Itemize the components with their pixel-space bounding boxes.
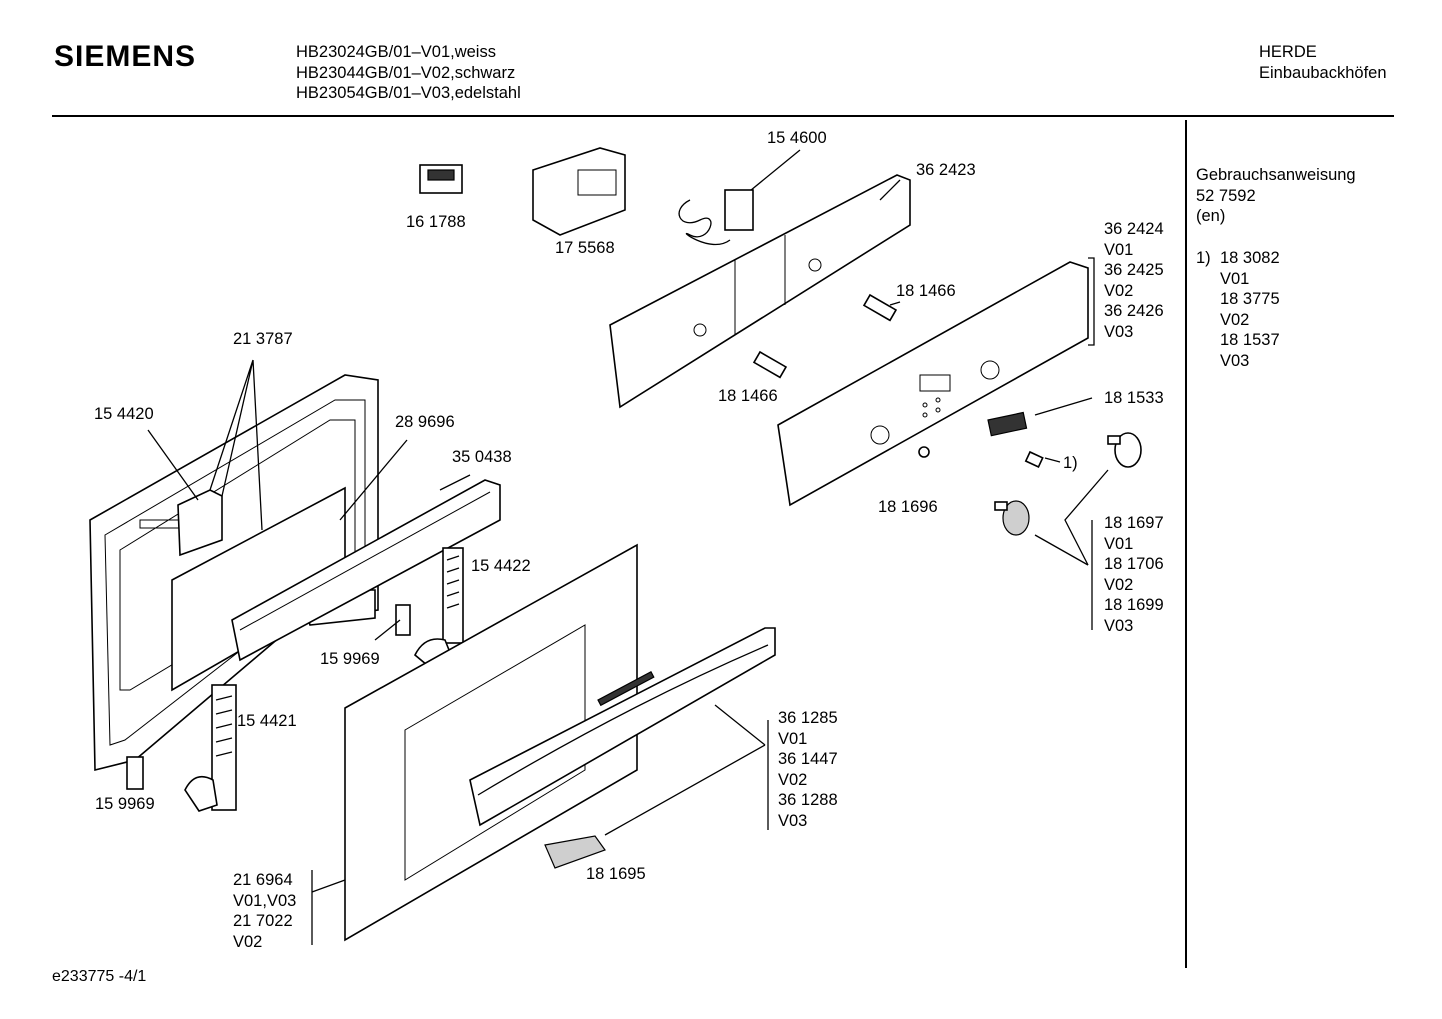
- header-divider: [52, 115, 1394, 117]
- part-label: 36 1288: [778, 791, 838, 810]
- front-glass-door: [344, 543, 638, 942]
- part-label: V01: [1104, 534, 1134, 553]
- part-label: 18 1706: [1104, 555, 1164, 574]
- part-label: 18 1466: [896, 282, 956, 300]
- part-label: 18 1697: [1104, 514, 1164, 532]
- part-label: 15 4420: [94, 405, 154, 423]
- display-window: [987, 411, 1028, 437]
- part-label-group: 36 2424 V01 36 2425 V02 36 2426 V03: [1104, 219, 1164, 343]
- door-handle: [469, 627, 776, 827]
- part-label: 28 9696: [395, 413, 455, 431]
- spacer-block: [395, 604, 411, 636]
- model-line: HB23044GB/01–V02,schwarz: [296, 63, 516, 82]
- part-label: 15 9969: [320, 650, 380, 668]
- footnote-marker: 1): [1196, 249, 1211, 267]
- footnote-line: V03: [1220, 351, 1250, 370]
- spacer-block: [126, 756, 144, 790]
- part-label: V03: [1104, 616, 1134, 635]
- part-label: 36 2426: [1104, 302, 1164, 321]
- hinge-bracket: [177, 489, 223, 557]
- timer-module: [532, 147, 626, 236]
- part-label: 15 4421: [237, 712, 297, 730]
- part-label: 18 1699: [1104, 596, 1164, 615]
- siemens-logo: SIEMENS: [54, 40, 197, 73]
- drawing-id: e233775 -4/1: [52, 968, 147, 985]
- indicator-lamp: [918, 446, 930, 458]
- selector-switch: [419, 164, 463, 194]
- thermostat: [678, 149, 801, 246]
- door-hinge-left: [184, 684, 237, 812]
- category-line: Einbaubackhöfen: [1259, 63, 1387, 82]
- manual-reference: Gebrauchsanweisung 52 7592 (en): [1196, 165, 1356, 227]
- footnote-block: 1) 18 3082 V01 18 3775 V02 18 1537 V03: [1196, 248, 1280, 371]
- model-line: HB23024GB/01–V01,weiss: [296, 43, 496, 61]
- part-label: V02: [233, 932, 263, 951]
- control-fascia: [777, 261, 1089, 507]
- part-label: 36 2425: [1104, 261, 1164, 280]
- part-label: 35 0438: [452, 448, 512, 466]
- part-label: V02: [1104, 281, 1134, 300]
- part-label: V02: [1104, 575, 1134, 594]
- part-label: 15 4422: [471, 557, 531, 575]
- manual-title: Gebrauchsanweisung: [1196, 166, 1356, 184]
- category-line: HERDE: [1259, 43, 1317, 61]
- part-label-group: 18 1697 V01 18 1706 V02 18 1699 V03: [1104, 513, 1164, 637]
- part-label: 36 2423: [916, 161, 976, 179]
- model-list: HB23024GB/01–V01,weiss HB23044GB/01–V02,…: [296, 42, 521, 104]
- manual-language: (en): [1196, 207, 1226, 225]
- control-buttons: [922, 397, 941, 418]
- part-label-group: 36 1285 V01 36 1447 V02 36 1288 V03: [778, 708, 838, 832]
- footnote-line: V01: [1220, 269, 1250, 288]
- model-line: HB23054GB/01–V03,edelstahl: [296, 84, 521, 102]
- footnote-line: 18 1537: [1220, 331, 1280, 349]
- footnote-line: 18 3775: [1220, 290, 1280, 308]
- part-label: 18 1695: [586, 865, 646, 883]
- control-knob: [994, 432, 1142, 536]
- switch-shaft: [752, 293, 898, 379]
- exploded-parts-drawing: [89, 147, 1142, 945]
- part-label: V03: [778, 811, 808, 830]
- footnote-line: 18 3082: [1220, 249, 1280, 267]
- part-label-group: 21 6964 V01,V03 21 7022 V02: [233, 870, 296, 952]
- handle-end-cap: [544, 835, 606, 869]
- part-label: 17 5568: [555, 239, 615, 257]
- door-rail: [231, 479, 501, 662]
- part-label: 21 7022: [233, 912, 293, 931]
- footnote-reference: 1): [1063, 454, 1078, 472]
- part-label: V01: [778, 729, 808, 748]
- footnote-line: V02: [1220, 310, 1250, 329]
- footnote-row: 1) 18 3082: [1196, 248, 1280, 269]
- control-panel-frame: [609, 174, 911, 409]
- manual-number: 52 7592: [1196, 186, 1256, 205]
- leader-lines: [147, 179, 1109, 945]
- part-label: V03: [1104, 322, 1134, 341]
- part-label: V02: [778, 770, 808, 789]
- part-label: 36 2424: [1104, 220, 1164, 238]
- sidebar-divider: [1185, 120, 1187, 968]
- part-label: V01,V03: [233, 891, 297, 910]
- part-label: V01: [1104, 240, 1134, 259]
- part-label: 21 6964: [233, 871, 293, 889]
- part-label: 21 3787: [233, 330, 293, 348]
- part-label: 18 1696: [878, 498, 938, 516]
- product-category: HERDE Einbaubackhöfen: [1259, 42, 1387, 83]
- part-label: 18 1466: [718, 387, 778, 405]
- part-label: 36 1285: [778, 709, 838, 727]
- part-label: 15 4600: [767, 129, 827, 147]
- push-button: [1024, 450, 1044, 469]
- part-label: 16 1788: [406, 213, 466, 231]
- part-label: 15 9969: [95, 795, 155, 813]
- part-label: 36 1447: [778, 750, 838, 769]
- part-label: 18 1533: [1104, 389, 1164, 407]
